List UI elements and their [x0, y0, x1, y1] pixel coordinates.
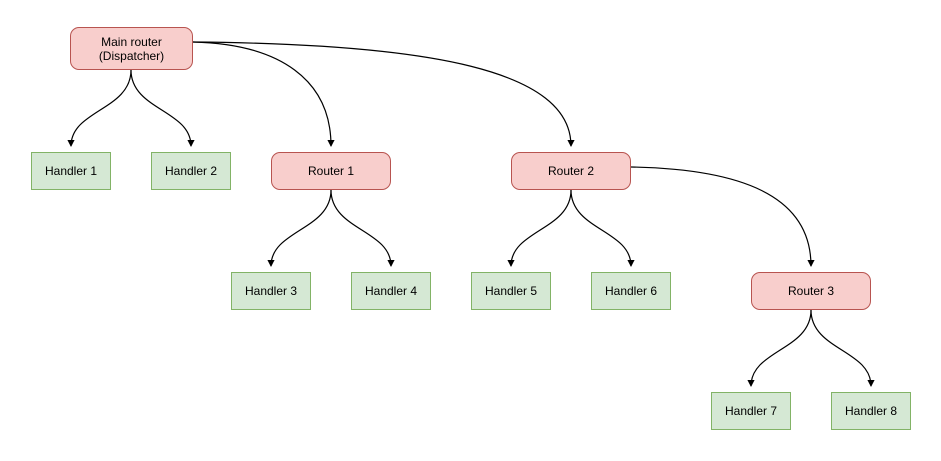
edge-main-to-router-2: [192, 41, 575, 147]
node-main-router[interactable]: Main router (Dispatcher): [70, 27, 193, 70]
node-label-handler-3: Handler 3: [244, 284, 298, 298]
node-label-router-1: Router 1: [307, 164, 355, 178]
node-router-2[interactable]: Router 2: [511, 152, 631, 190]
node-handler-3[interactable]: Handler 3: [231, 272, 311, 310]
node-handler-2[interactable]: Handler 2: [151, 152, 231, 190]
edge-router-3-to-handler-8: [810, 309, 875, 387]
node-label-router-2: Router 2: [547, 164, 595, 178]
node-handler-8[interactable]: Handler 8: [831, 392, 911, 430]
edge-main-to-handler-1: [67, 69, 132, 147]
node-handler-1[interactable]: Handler 1: [31, 152, 111, 190]
node-label-handler-7: Handler 7: [724, 404, 778, 418]
node-label-main-router: Main router (Dispatcher): [98, 34, 165, 63]
node-handler-6[interactable]: Handler 6: [591, 272, 671, 310]
node-handler-7[interactable]: Handler 7: [711, 392, 791, 430]
edge-router-3-to-handler-7: [747, 309, 812, 387]
node-label-handler-6: Handler 6: [604, 284, 658, 298]
edge-router-2-to-handler-6: [570, 189, 635, 267]
node-label-handler-1: Handler 1: [44, 164, 98, 178]
edge-main-to-handler-2: [130, 69, 195, 147]
node-label-handler-8: Handler 8: [844, 404, 898, 418]
edge-group: [67, 41, 875, 387]
edge-router-1-to-handler-3: [267, 189, 332, 267]
node-router-3[interactable]: Router 3: [751, 272, 871, 310]
edge-main-to-router-1: [192, 41, 335, 147]
node-label-handler-2: Handler 2: [164, 164, 218, 178]
node-handler-5[interactable]: Handler 5: [471, 272, 551, 310]
edge-router-1-to-handler-4: [330, 189, 395, 267]
node-label-router-3: Router 3: [787, 284, 835, 298]
node-router-1[interactable]: Router 1: [271, 152, 391, 190]
node-label-handler-4: Handler 4: [364, 284, 418, 298]
node-label-handler-5: Handler 5: [484, 284, 538, 298]
edge-router-2-to-router-3: [630, 166, 815, 267]
edge-router-2-to-handler-5: [507, 189, 572, 267]
node-handler-4[interactable]: Handler 4: [351, 272, 431, 310]
